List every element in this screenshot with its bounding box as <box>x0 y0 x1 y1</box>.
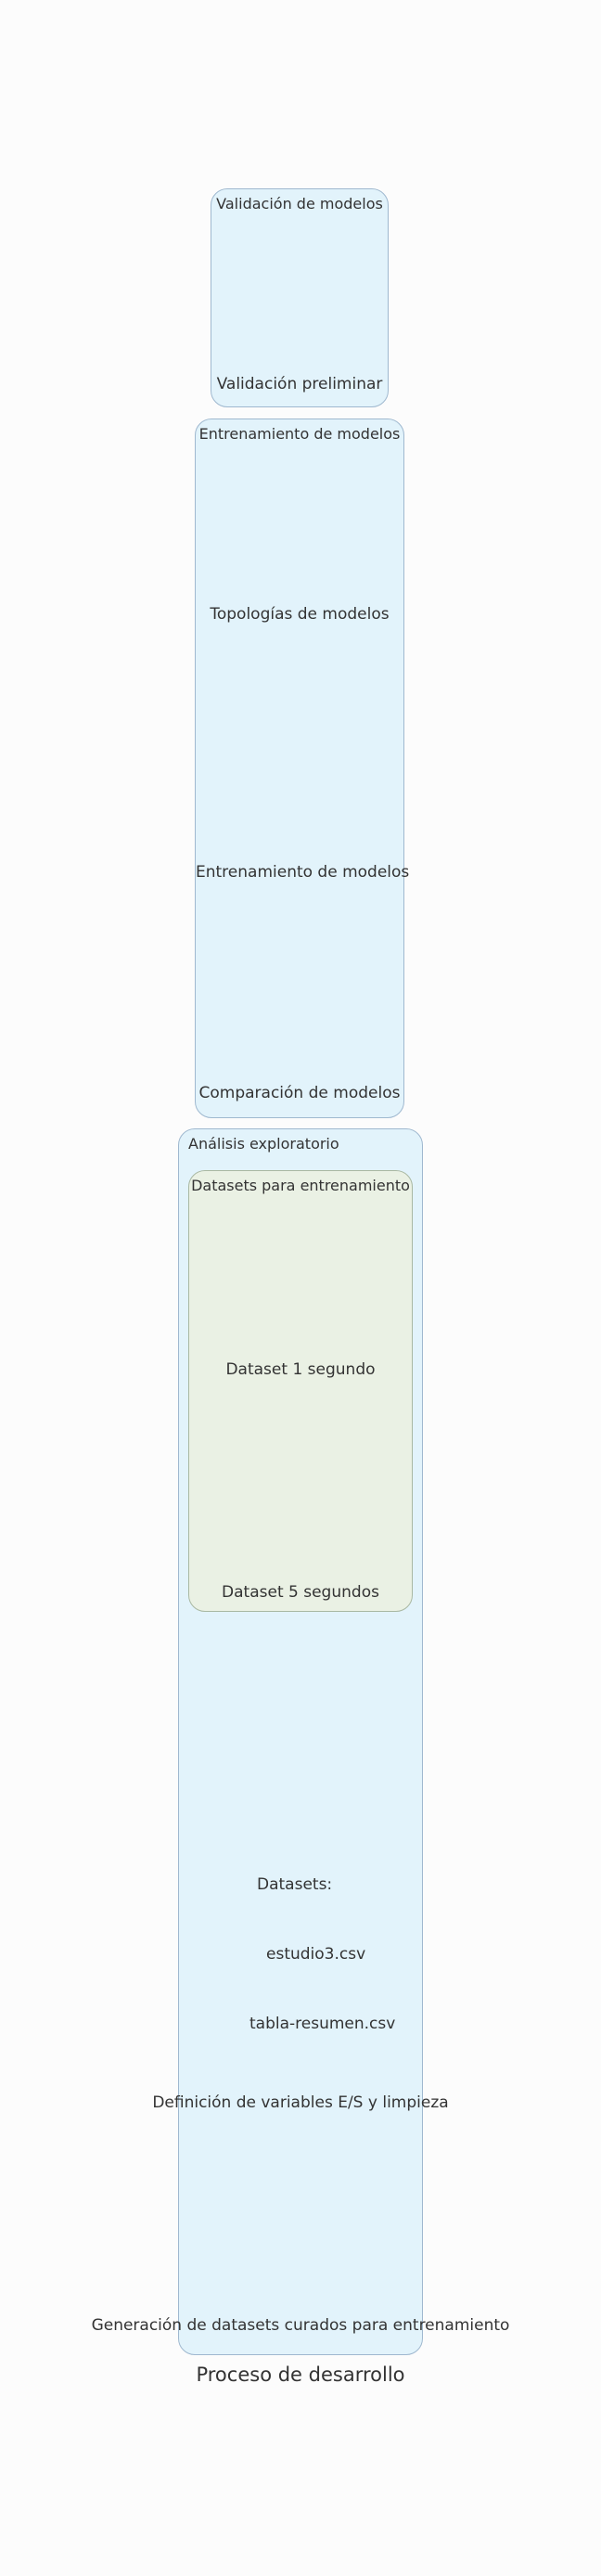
datasets-heading: Datasets: <box>257 1875 333 1894</box>
cluster-label-exploratorio: Análisis exploratorio <box>188 1135 339 1153</box>
cluster-entrenamiento-modelos: Entrenamiento de modelos Topologías de m… <box>195 419 410 1118</box>
cluster-label-entrenamiento: Entrenamiento de modelos <box>198 425 401 443</box>
node-entrenamiento-modelos: Entrenamiento de modelos <box>196 863 410 882</box>
datasets-file-tabla-resumen: tabla-resumen.csv <box>249 2015 396 2033</box>
cluster-label-datasets: Datasets para entrenamiento <box>191 1177 410 1194</box>
datasets-file-estudio3: estudio3.csv <box>266 1945 366 1964</box>
node-validacion-preliminar: Validación preliminar <box>216 375 383 393</box>
node-dataset-5-segundos: Dataset 5 segundos <box>222 1583 379 1602</box>
node-generacion-datasets: Generación de datasets curados para entr… <box>91 2316 510 2335</box>
cluster-validacion-modelos: Validación de modelos Validación prelimi… <box>211 188 389 407</box>
node-definicion-variables: Definición de variables E/S y limpieza <box>152 2093 449 2112</box>
diagram-title: Proceso de desarrollo <box>196 2363 405 2386</box>
cluster-label-validacion: Validación de modelos <box>216 195 383 213</box>
node-datasets-sources: Datasets: estudio3.csv tabla-resumen.csv <box>227 1827 395 2082</box>
node-comparacion-modelos: Comparación de modelos <box>198 1084 401 1102</box>
node-dataset-1-segundo: Dataset 1 segundo <box>225 1360 376 1379</box>
node-topologias-modelos: Topologías de modelos <box>210 605 390 624</box>
cluster-analisis-exploratorio: Análisis exploratorio Datasets para entr… <box>178 1128 423 2355</box>
cluster-datasets-entrenamiento: Datasets para entrenamiento Dataset 1 se… <box>188 1170 413 1612</box>
